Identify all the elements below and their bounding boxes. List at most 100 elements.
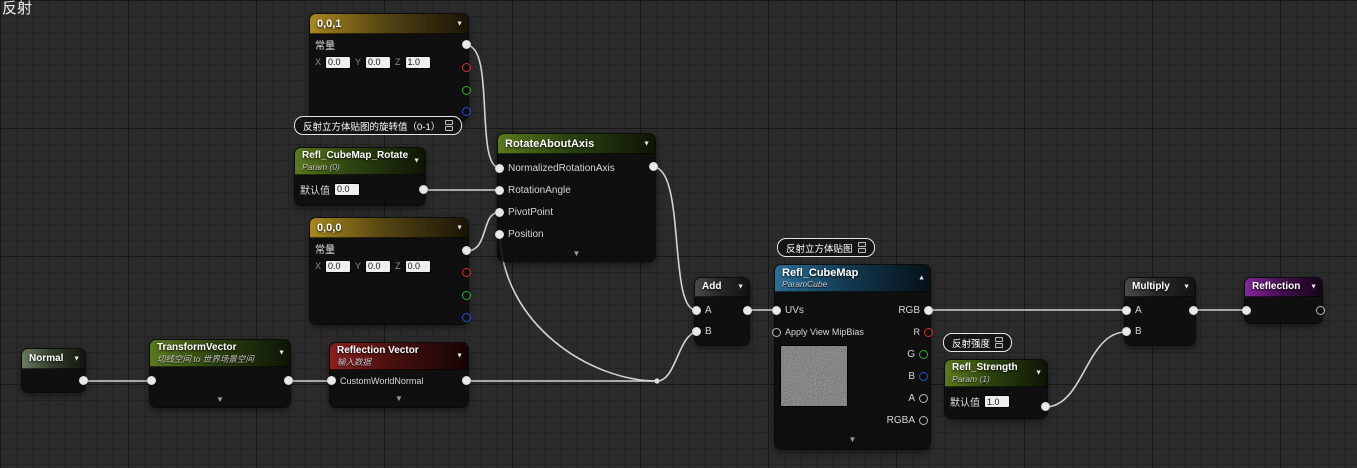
wire-strength-to-multiply-b[interactable]	[1045, 332, 1126, 407]
chevron-down-icon[interactable]: ▼	[1310, 284, 1317, 291]
pin-output-rgb[interactable]	[924, 306, 933, 315]
node-rotate-about-axis[interactable]: RotateAboutAxis ▼ NormalizedRotationAxis…	[498, 134, 655, 261]
pin-output-r[interactable]	[462, 268, 471, 277]
node-header[interactable]: Reflection ▼	[1245, 278, 1322, 297]
expander-chevron-icon[interactable]: ▼	[498, 245, 655, 261]
pin-input[interactable]	[1242, 306, 1251, 315]
x-value-input[interactable]	[325, 56, 351, 69]
input-label: B	[705, 326, 712, 337]
node-header[interactable]: Reflection Vector 输入数据 ▼	[330, 343, 468, 370]
chevron-down-icon[interactable]: ▼	[456, 353, 463, 360]
node-refl-strength[interactable]: Refl_Strength Param (1) ▼ 默认值	[945, 360, 1047, 418]
node-reflection-output[interactable]: Reflection ▼	[1245, 278, 1322, 323]
node-header[interactable]: 0,0,1 ▼	[310, 14, 468, 34]
pin-output-preview[interactable]	[1316, 306, 1325, 315]
pin-output-b[interactable]	[462, 107, 471, 116]
z-value-input[interactable]	[405, 260, 431, 273]
pin-output-r[interactable]	[462, 63, 471, 72]
pin-output[interactable]	[649, 162, 658, 171]
wire-junction-to-add-b[interactable]	[657, 332, 696, 381]
comment-bubble-strength[interactable]: 反射强度	[943, 333, 1012, 352]
pin-input-rotationangle[interactable]	[495, 186, 504, 195]
node-header[interactable]: Refl_Strength Param (1) ▼	[945, 360, 1047, 387]
pin-input[interactable]	[147, 376, 156, 385]
chevron-up-icon[interactable]: ▲	[918, 275, 925, 282]
chevron-down-icon[interactable]: ▼	[1183, 284, 1190, 291]
chevron-down-icon[interactable]: ▼	[456, 224, 463, 231]
pin-input-b[interactable]	[1122, 327, 1131, 336]
pin-input-customworldnormal[interactable]	[327, 376, 336, 385]
wire-rotateaboutaxis-to-add-a[interactable]	[653, 167, 696, 310]
pin-input-a[interactable]	[1122, 306, 1131, 315]
chevron-down-icon[interactable]: ▼	[643, 140, 650, 147]
expander-chevron-icon[interactable]: ▼	[775, 431, 930, 447]
node-transform-vector[interactable]: TransformVector 切线空间 to 世界场景空间 ▼ ▼	[150, 340, 290, 407]
pin-input-uvs[interactable]	[772, 306, 781, 315]
node-refl-cubemap[interactable]: Refl_CubeMap ParamCube ▲ UVs RGB Apply V…	[775, 265, 930, 449]
chevron-down-icon[interactable]: ▼	[1035, 370, 1042, 377]
x-value-input[interactable]	[325, 260, 351, 273]
cubemap-mid-section: G B A RGBA	[775, 343, 930, 431]
pin-output-rgba[interactable]	[919, 416, 928, 425]
pin-output[interactable]	[743, 306, 752, 315]
node-reflection-vector[interactable]: Reflection Vector 输入数据 ▼ CustomWorldNorm…	[330, 343, 468, 407]
node-constant-000[interactable]: 0,0,0 ▼ 常量 X Y Z	[310, 218, 468, 324]
pin-output[interactable]	[79, 376, 88, 385]
y-value-input[interactable]	[365, 260, 391, 273]
pin-input-normalizedrotationaxis[interactable]	[495, 164, 504, 173]
node-header[interactable]: 0,0,0 ▼	[310, 218, 468, 238]
chevron-down-icon[interactable]: ▼	[73, 355, 80, 362]
node-header[interactable]: Multiply ▼	[1125, 278, 1195, 297]
chevron-down-icon[interactable]: ▼	[737, 284, 744, 291]
z-value-input[interactable]	[405, 56, 431, 69]
pin-input-b[interactable]	[692, 327, 701, 336]
node-constant-001[interactable]: 0,0,1 ▼ 常量 X Y Z	[310, 14, 468, 120]
default-value-input[interactable]	[334, 183, 360, 196]
pin-input-mipbias[interactable]	[772, 328, 781, 337]
node-header[interactable]: RotateAboutAxis ▼	[498, 134, 655, 154]
pin-output[interactable]	[1041, 402, 1050, 411]
node-header[interactable]: Add ▼	[695, 278, 749, 297]
node-header[interactable]: TransformVector 切线空间 to 世界场景空间 ▼	[150, 340, 290, 367]
wire-const001-to-axis[interactable]	[466, 45, 500, 168]
pin-output-r[interactable]	[924, 328, 933, 337]
pin-output-g[interactable]	[919, 350, 928, 359]
pin-output-rgb[interactable]	[462, 246, 471, 255]
pin-output-b[interactable]	[919, 372, 928, 381]
node-add[interactable]: Add ▼ A B	[695, 278, 749, 345]
pin-output-b[interactable]	[462, 313, 471, 322]
node-normal[interactable]: Normal ▼	[22, 349, 85, 392]
chevron-down-icon[interactable]: ▼	[456, 20, 463, 27]
chevron-down-icon[interactable]: ▼	[413, 158, 420, 165]
pin-output-g[interactable]	[462, 86, 471, 95]
node-multiply[interactable]: Multiply ▼ A B	[1125, 278, 1195, 345]
bubble-pin-icon[interactable]	[995, 337, 1003, 348]
expander-chevron-icon[interactable]: ▼	[330, 391, 468, 405]
node-header[interactable]: Refl_CubeMap_Rotate Param (0) ▼	[295, 148, 425, 175]
comment-bubble-cubemap[interactable]: 反射立方体贴图	[777, 238, 875, 257]
node-header[interactable]: Refl_CubeMap ParamCube ▲	[775, 265, 930, 292]
bubble-pin-icon[interactable]	[858, 242, 866, 253]
y-value-input[interactable]	[365, 56, 391, 69]
default-value-input[interactable]	[984, 395, 1010, 408]
bubble-pin-icon[interactable]	[445, 120, 453, 131]
node-refl-cubemap-rotate[interactable]: Refl_CubeMap_Rotate Param (0) ▼ 默认值	[295, 148, 425, 205]
pin-output[interactable]	[419, 185, 428, 194]
wire-junction-dot[interactable]	[654, 378, 659, 383]
chevron-down-icon[interactable]: ▼	[278, 350, 285, 357]
texture-preview[interactable]	[780, 345, 848, 407]
comment-bubble-rotate[interactable]: 反射立方体贴图的旋转值（0-1）	[294, 116, 462, 135]
pin-output[interactable]	[1189, 306, 1198, 315]
pin-output-rgb[interactable]	[462, 40, 471, 49]
pin-output-g[interactable]	[462, 291, 471, 300]
pin-input-pivotpoint[interactable]	[495, 208, 504, 217]
expander-chevron-icon[interactable]: ▼	[150, 393, 290, 405]
pin-input-a[interactable]	[692, 306, 701, 315]
pin-output[interactable]	[284, 376, 293, 385]
input-row: PivotPoint	[498, 201, 655, 223]
pin-output-a[interactable]	[919, 394, 928, 403]
node-header[interactable]: Normal ▼	[22, 349, 85, 369]
pin-input-position[interactable]	[495, 230, 504, 239]
pin-output[interactable]	[462, 376, 471, 385]
